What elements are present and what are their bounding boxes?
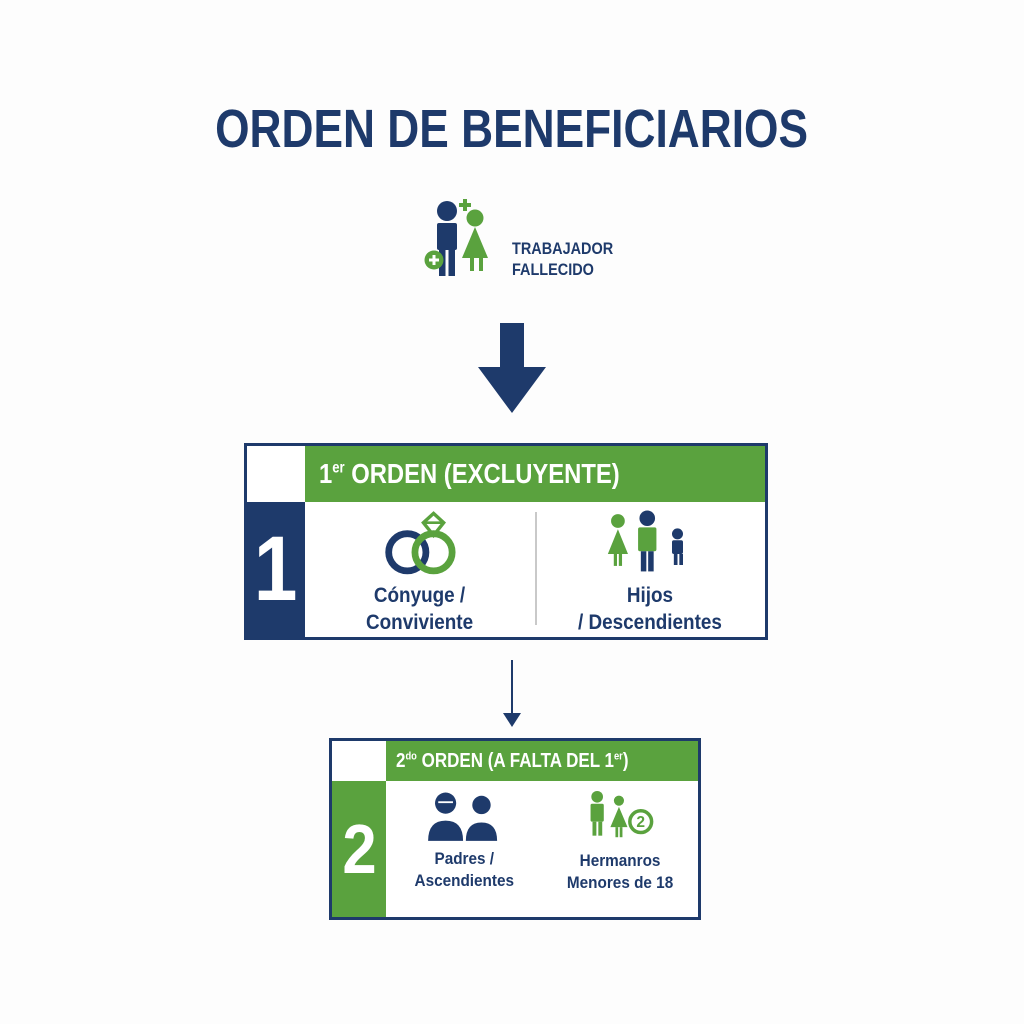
deceased-worker-couple-icon	[410, 196, 510, 296]
order1-item-children: Hijos / Descendientes	[535, 502, 765, 637]
parents-icon	[418, 789, 510, 843]
worker-label: TRABAJADOR FALLECIDO	[512, 238, 631, 280]
order2-item-siblings: 2 Hermanros Menores de 18	[542, 781, 698, 917]
order2-body: Padres / Ascendientes	[386, 781, 698, 917]
page-title-text: ORDEN DE BENEFICIARIOS	[215, 99, 809, 159]
order1-header-rest: ORDEN (EXCLUYENTE)	[344, 458, 620, 489]
order1-children-caption: Hijos / Descendientes	[578, 584, 722, 634]
order2-header: 2do ORDEN (A FALTA DEL 1er)	[386, 741, 698, 781]
worker-label-line1: TRABAJADOR	[512, 239, 614, 258]
order2-parents-caption: Padres / Ascendientes	[414, 849, 514, 890]
down-thin-arrow-icon	[503, 713, 521, 727]
order2-header-text: 2do ORDEN (A FALTA DEL 1er)	[396, 750, 628, 773]
down-thin-arrow-line	[511, 660, 513, 714]
order2-header-sup: do	[405, 749, 417, 762]
children-family-icon	[598, 510, 702, 576]
order1-number: 1	[247, 502, 305, 637]
order2-number: 2	[332, 781, 386, 917]
minor-siblings-icon: 2	[573, 789, 668, 845]
order1-header-text: 1er ORDEN (EXCLUYENTE)	[319, 458, 620, 490]
order1-header-num: 1	[319, 458, 333, 489]
wedding-rings-icon	[361, 510, 479, 576]
order2-header-num: 2	[396, 749, 406, 772]
order2-siblings-caption: Hermanros Menores de 18	[566, 851, 674, 892]
order2-header-close: )	[622, 749, 629, 772]
order1-item-spouse: Cónyuge / Conviviente	[305, 502, 535, 637]
order1-box: 1er ORDEN (EXCLUYENTE) 1 Cónyuge /	[244, 443, 768, 640]
worker-label-line2: FALLECIDO	[512, 260, 594, 279]
order2-item-parents: Padres / Ascendientes	[386, 781, 542, 917]
down-block-arrow-icon	[470, 323, 554, 420]
order1-body: Cónyuge / Conviviente	[305, 502, 765, 637]
siblings-badge-number: 2	[636, 814, 645, 831]
vertical-divider	[535, 512, 537, 625]
order2-header-sup2: er	[613, 749, 623, 762]
order2-header-rest: ORDEN (A FALTA DEL 1	[416, 749, 614, 772]
order1-header: 1er ORDEN (EXCLUYENTE)	[305, 446, 765, 502]
order1-header-sup: er	[332, 459, 345, 477]
order2-box: 2do ORDEN (A FALTA DEL 1er) 2 Padres	[329, 738, 701, 920]
page-title: ORDEN DE BENEFICIARIOS	[0, 98, 1024, 160]
order1-spouse-caption: Cónyuge / Conviviente	[366, 584, 474, 634]
